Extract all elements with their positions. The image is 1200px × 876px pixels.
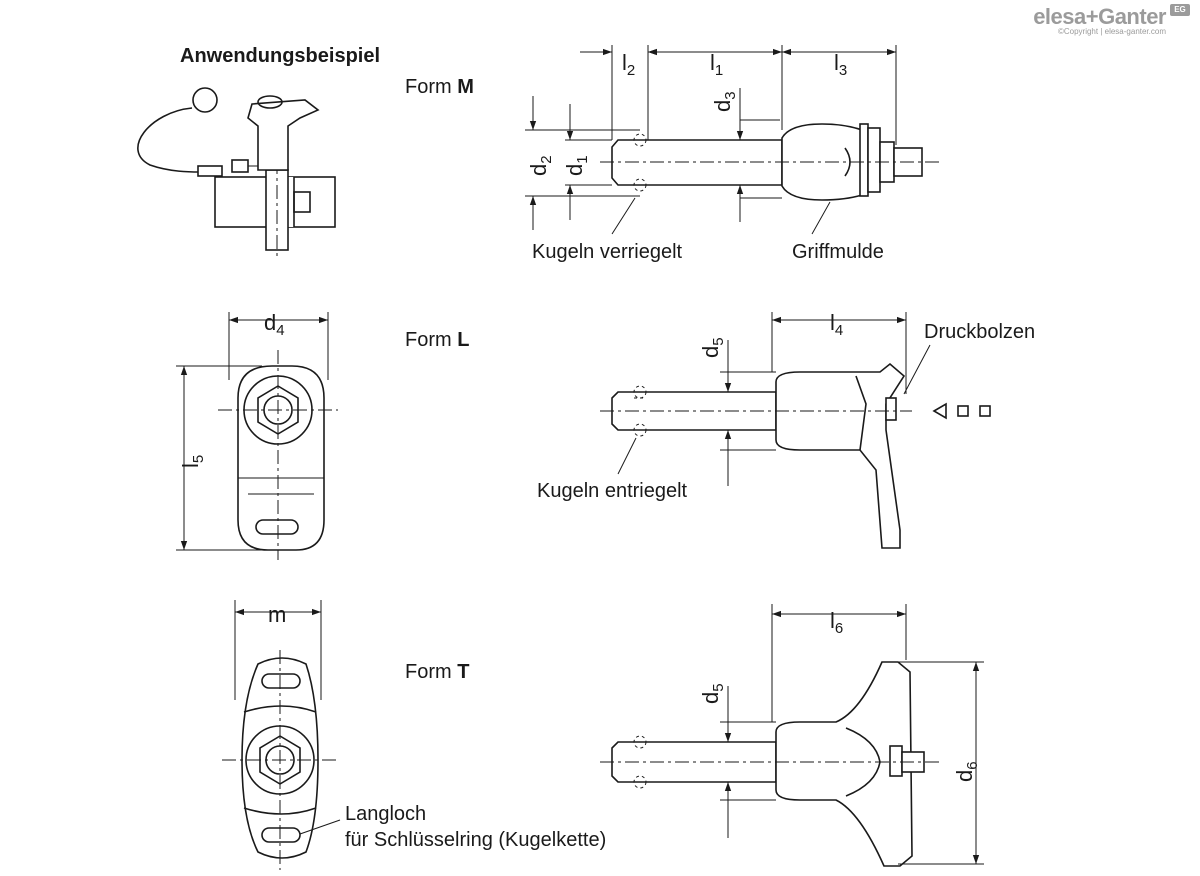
slot-label-line2: für Schlüsselring (Kugelkette) [345,829,606,851]
dim-d4: d4 [264,310,285,339]
form-l-front-view [176,312,338,560]
form-m-label: Form M [405,76,474,98]
dim-l2: l2 [622,50,635,79]
dim-d3: d3 [710,91,739,112]
form-l-side-view [600,312,991,549]
dim-d5-form-t: d5 [698,683,727,704]
form-t-side-view [600,604,984,867]
dim-d6: d6 [952,761,981,782]
dim-d2: d2 [526,155,555,176]
balls-unlocked-label: Kugeln entriegelt [537,480,688,502]
dim-l3: l3 [834,50,847,79]
dim-l1: l1 [710,50,723,79]
grip-recess-label: Griffmulde [792,241,884,263]
form-l-label: Form L [405,329,469,351]
dim-l4: l4 [830,310,843,339]
brand-logo: elesa+Ganter ©Copyright | elesa-ganter.c… [1033,4,1190,36]
balls-locked-label: Kugeln verriegelt [532,241,683,263]
dim-l6: l6 [830,608,843,637]
form-m-side-view [525,45,940,235]
slot-label-line1: Langloch [345,803,426,825]
dim-m: m [268,602,286,627]
dim-d5-form-l: d5 [698,337,727,358]
dim-l5: l5 [178,455,207,468]
logo-text: elesa+Ganter [1033,4,1166,29]
form-t-front-view [222,600,341,870]
application-example-title: Anwendungsbeispiel [180,45,380,67]
application-example-drawing [137,87,336,258]
form-t-label: Form T [405,661,469,683]
push-button-label: Druckbolzen [924,321,1035,343]
logo-badge: EG [1170,4,1190,16]
dim-d1: d1 [562,155,591,176]
logo-copyright: ©Copyright | elesa-ganter.com [1057,27,1166,36]
